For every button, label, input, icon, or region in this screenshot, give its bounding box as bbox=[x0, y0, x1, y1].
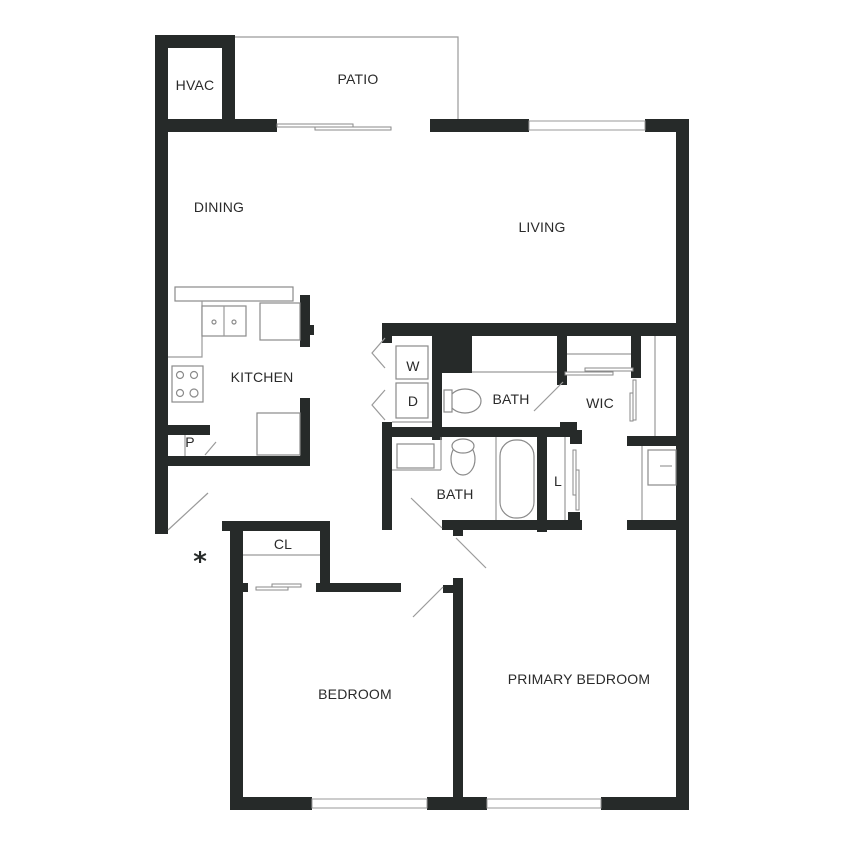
bath-1-fixtures bbox=[443, 353, 631, 414]
room-label-kitchen: KITCHEN bbox=[230, 369, 294, 385]
room-label-bath-2: BATH bbox=[436, 486, 474, 502]
entry-marker-icon: * bbox=[193, 547, 207, 577]
room-label-patio: PATIO bbox=[337, 71, 379, 87]
room-label-washer: W bbox=[406, 358, 420, 374]
room-label-linen: L bbox=[554, 473, 562, 489]
room-label-bath-1: BATH bbox=[492, 391, 530, 407]
room-label-wic: WIC bbox=[586, 395, 614, 411]
wic-fixtures bbox=[641, 336, 677, 520]
room-label-closet: CL bbox=[273, 536, 293, 552]
bath-2-fixtures bbox=[392, 437, 566, 520]
windows bbox=[311, 120, 646, 809]
swing-doors bbox=[167, 337, 564, 618]
room-label-living: LIVING bbox=[518, 219, 566, 235]
sliding-doors bbox=[255, 123, 637, 591]
room-label-pantry: P bbox=[185, 434, 195, 450]
walls bbox=[155, 35, 689, 810]
room-label-hvac: HVAC bbox=[175, 77, 215, 93]
patio-outline bbox=[234, 36, 459, 120]
room-label-bedroom: BEDROOM bbox=[318, 686, 392, 702]
kitchen-fixtures bbox=[168, 286, 301, 456]
room-label-dining: DINING bbox=[193, 199, 245, 215]
laundry-fixtures bbox=[392, 345, 432, 423]
room-label-dryer: D bbox=[407, 393, 419, 409]
room-label-primary-bedroom: PRIMARY BEDROOM bbox=[507, 671, 651, 687]
